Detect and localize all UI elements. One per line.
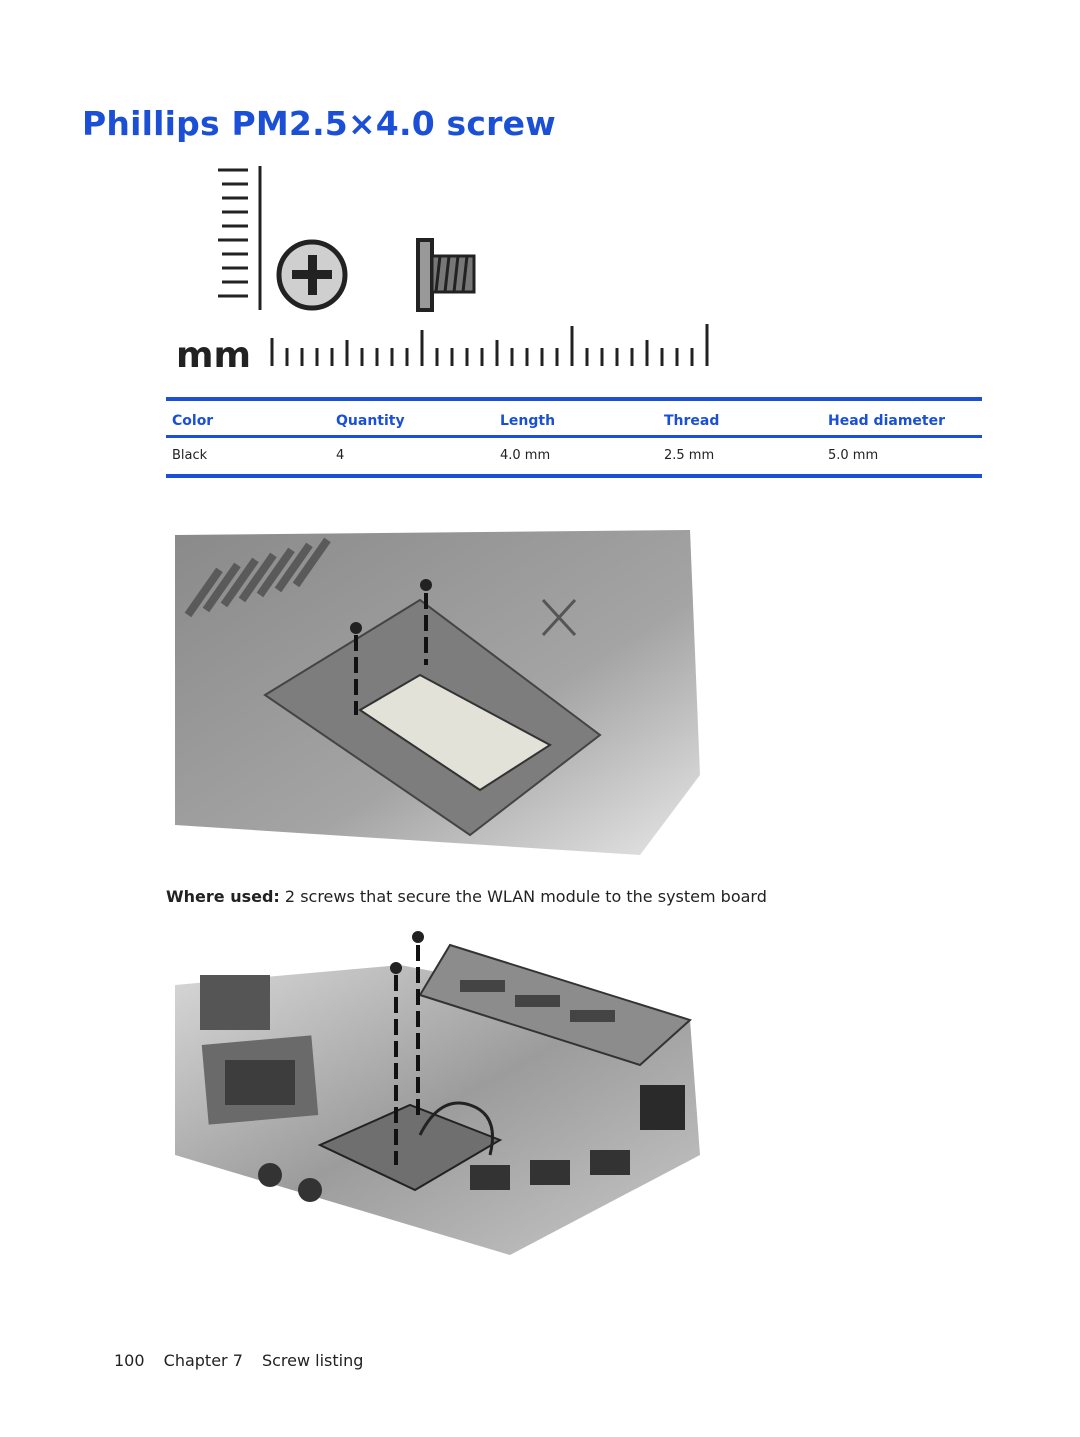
- section-label: Screw listing: [261, 1351, 364, 1370]
- table-row: Black 4 4.0 mm 2.5 mm 5.0 mm: [166, 437, 982, 476]
- page-title: Phillips PM2.5×4.0 screw: [82, 104, 556, 143]
- page-number: 100: [114, 1351, 145, 1370]
- column-header-head-diameter: Head diameter: [828, 413, 945, 429]
- cell-head-diameter: 5.0 mm: [828, 448, 879, 463]
- screw-head-top-view-icon: [276, 239, 348, 311]
- system-board-photo: [175, 931, 700, 1255]
- screw-figure: mm: [176, 166, 709, 376]
- ruler-unit-label: mm: [176, 335, 251, 376]
- cell-length: 4.0 mm: [500, 448, 551, 463]
- chapter-label: Chapter 7: [163, 1351, 243, 1370]
- where-used-text: Where used: 2 screws that secure the WLA…: [166, 887, 767, 906]
- page-footer: 100 Chapter 7 Screw listing: [114, 1351, 377, 1370]
- cell-thread: 2.5 mm: [664, 448, 715, 463]
- screw-side-view-icon: [416, 238, 476, 312]
- column-header-length: Length: [500, 413, 556, 429]
- wlan-compartment-photo: [175, 530, 700, 855]
- where-used-description: 2 screws that secure the WLAN module to …: [284, 887, 767, 906]
- vertical-ruler: [218, 166, 262, 310]
- table-header-row: Color Quantity Length Thread Head diamet…: [166, 399, 982, 437]
- horizontal-ruler: [270, 324, 709, 366]
- cell-quantity: 4: [336, 448, 345, 463]
- column-header-thread: Thread: [664, 413, 720, 429]
- column-header-quantity: Quantity: [336, 413, 405, 429]
- column-header-color: Color: [172, 413, 214, 429]
- cell-color: Black: [172, 448, 208, 463]
- where-used-label: Where used:: [166, 887, 280, 906]
- screw-spec-table: Color Quantity Length Thread Head diamet…: [166, 397, 982, 478]
